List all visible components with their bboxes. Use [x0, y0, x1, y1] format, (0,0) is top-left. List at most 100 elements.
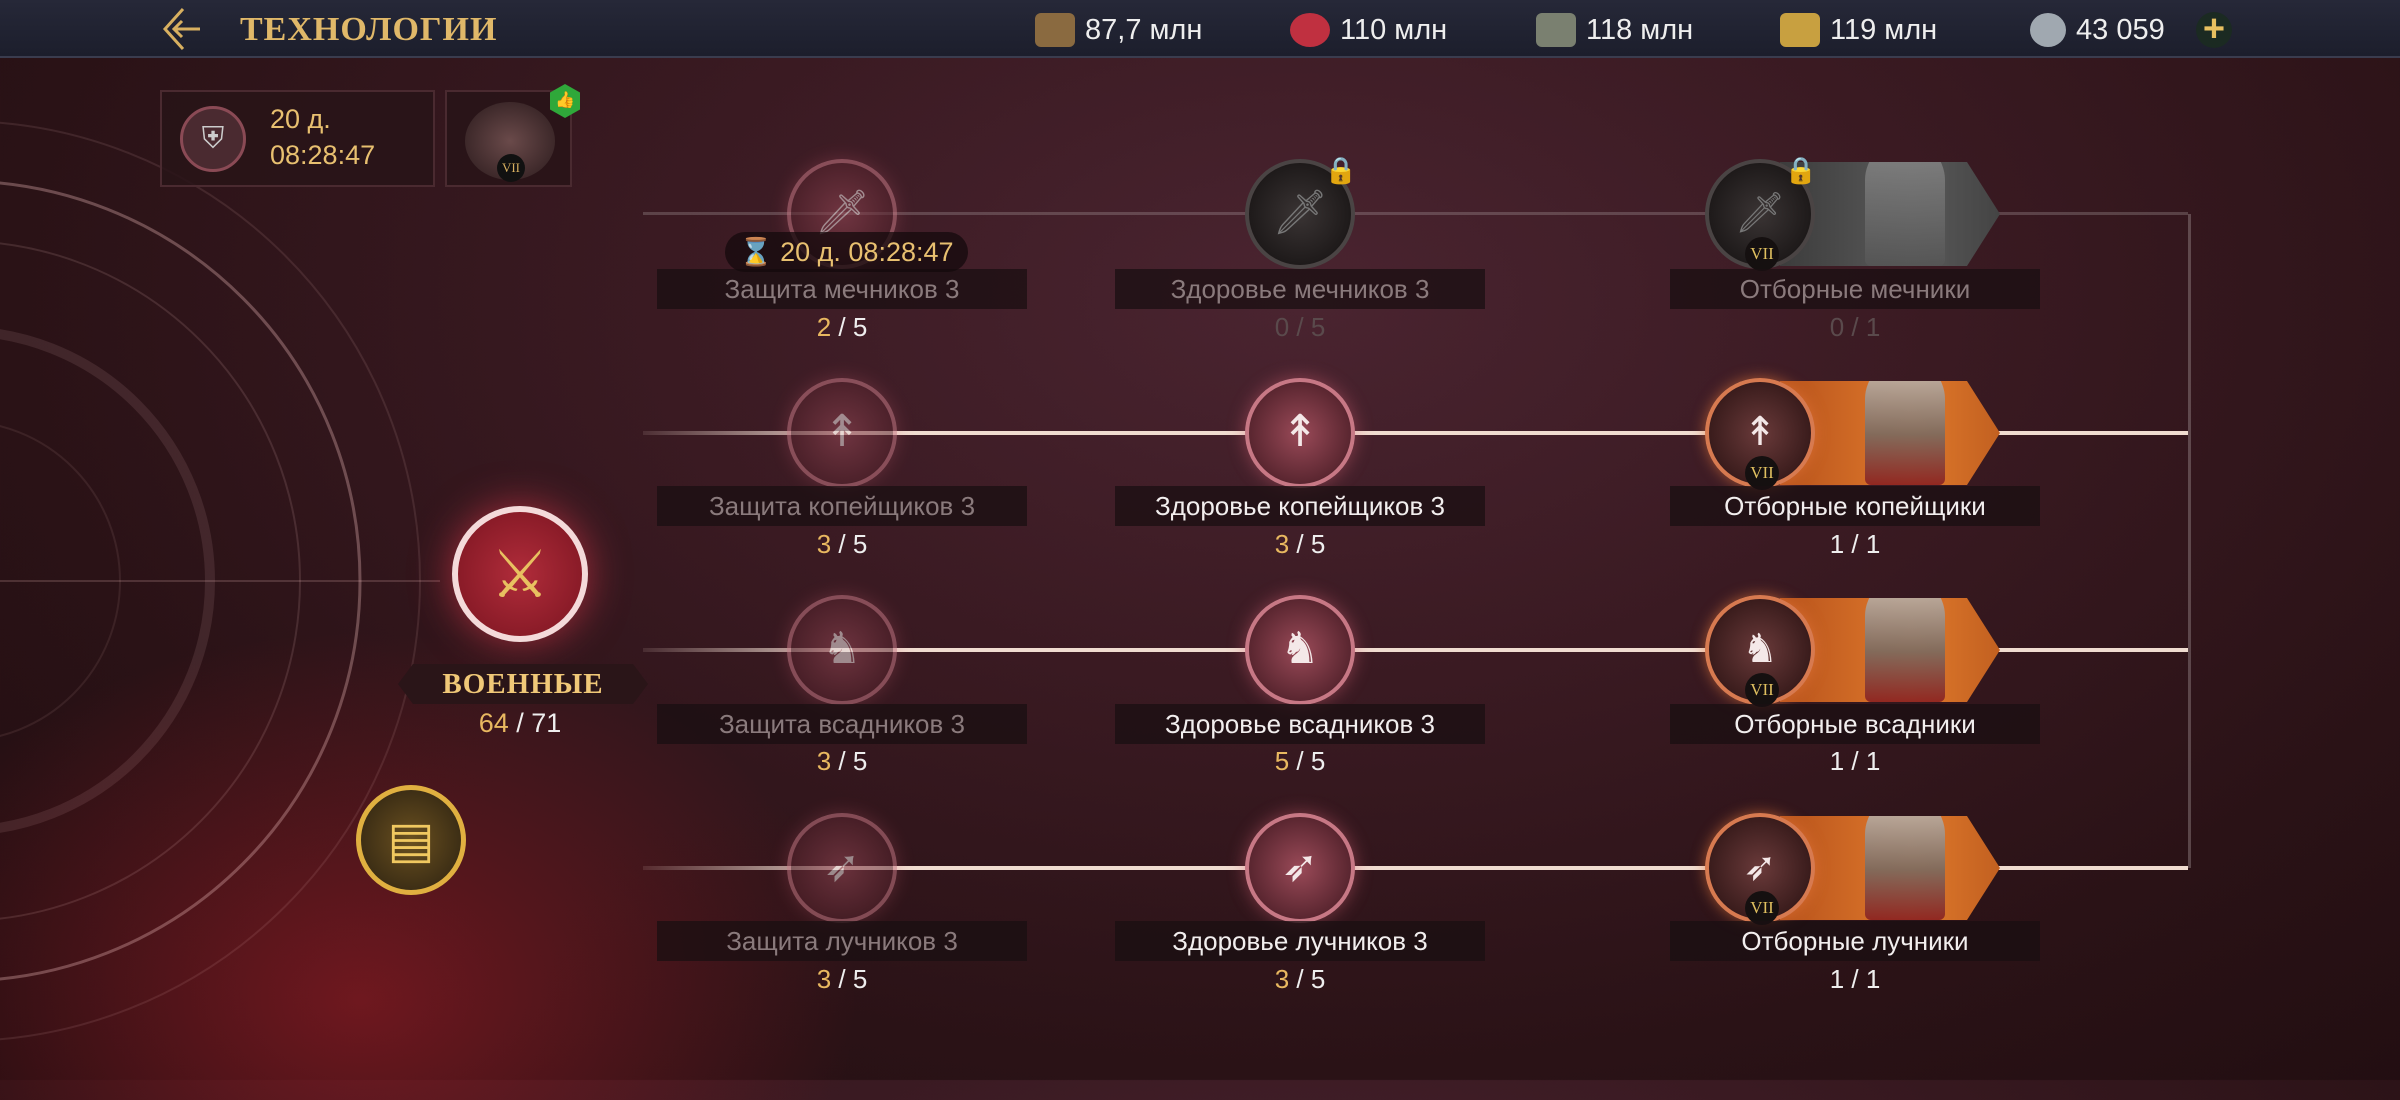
crossed-weapons-icon: ↟	[1743, 410, 1777, 454]
progress-current: 3	[816, 964, 832, 994]
tech-node-hp[interactable]: ➶	[1245, 813, 1355, 923]
crossed-weapons-icon: 🗡	[1734, 191, 1786, 235]
category-progress: 64 / 71	[478, 708, 562, 738]
page-title: ТЕХНОЛОГИИ	[240, 11, 498, 48]
shield-icon: ⛨	[180, 106, 246, 172]
category-total: 71	[531, 708, 562, 738]
research-queue-slot[interactable]: ⛨ 20 д. 08:28:47	[160, 90, 435, 187]
heart-icon: 🗡	[1272, 188, 1328, 237]
gold-bars-icon: ▤	[387, 812, 435, 868]
progress-current: 1	[1829, 529, 1845, 559]
lock-icon: 🔒	[1324, 155, 1357, 185]
silver-coin-icon	[2030, 13, 2066, 47]
tech-node-def[interactable]: ♞	[787, 595, 897, 705]
tech-label: Здоровье лучников 3	[1115, 921, 1485, 961]
resource-wood[interactable]: 87,7 млн	[1035, 10, 1202, 50]
progress-max: 5	[1310, 746, 1326, 776]
progress-current: 1	[1829, 746, 1845, 776]
tech-node-elite[interactable]: ↟VII	[1705, 378, 1815, 490]
tech-label: Отборные лучники	[1670, 921, 2040, 961]
tech-progress: 1 / 1	[1829, 964, 1881, 994]
progress-max: 5	[852, 964, 868, 994]
progress-current: 1	[1829, 964, 1845, 994]
research-timer-text: 20 д. 08:28:47	[780, 237, 954, 267]
tree-connector	[643, 431, 2188, 435]
meat-icon	[1290, 13, 1330, 47]
hourglass-icon: ⌛	[739, 237, 781, 267]
tech-node-def[interactable]: ➶	[787, 813, 897, 923]
tech-node-hp[interactable]: ↟	[1245, 378, 1355, 488]
elite-unit-banner[interactable]	[1780, 162, 2000, 266]
tech-node-elite[interactable]: ➶VII	[1705, 813, 1815, 925]
tree-connector	[643, 648, 2188, 652]
tech-label: Здоровье мечников 3	[1115, 269, 1485, 309]
progress-max: 5	[1310, 312, 1326, 342]
resource-food[interactable]: 110 млн	[1290, 10, 1447, 50]
category-current: 64	[478, 708, 509, 738]
tech-node-def[interactable]: ↟	[787, 378, 897, 488]
tech-label: Отборные мечники	[1670, 269, 2040, 309]
progress-max: 1	[1865, 312, 1881, 342]
progress-current: 3	[816, 529, 832, 559]
tech-node-hp[interactable]: ♞	[1245, 595, 1355, 705]
soldier-portrait	[1865, 381, 1945, 485]
heart-icon: ♞	[1280, 624, 1320, 673]
resource-stone[interactable]: 118 млн	[1536, 10, 1693, 50]
tech-node-elite[interactable]: 🗡 🔒 VII	[1705, 155, 1817, 271]
tech-progress: 0 / 5	[1274, 312, 1326, 342]
queue-timer-time: 08:28:47	[270, 140, 376, 170]
tech-progress: 1 / 1	[1829, 746, 1881, 776]
add-currency-button[interactable]: +	[2196, 10, 2232, 48]
progress-max: 1	[1865, 746, 1881, 776]
queue-timer-days: 20 д.	[270, 104, 331, 134]
progress-max: 1	[1865, 964, 1881, 994]
tech-progress: 0 / 1	[1829, 312, 1881, 342]
progress-max: 1	[1865, 529, 1881, 559]
resource-value: 110 млн	[1340, 13, 1448, 46]
tech-progress: 3 / 5	[1274, 529, 1326, 559]
lock-icon: 🔒	[1784, 155, 1817, 185]
progress-current: 2	[816, 312, 832, 342]
tech-label: Отборные всадники	[1670, 704, 2040, 744]
crossed-weapons-icon: ➶	[1743, 845, 1777, 889]
resource-value: 118 млн	[1586, 13, 1694, 46]
rank-badge: VII	[497, 154, 525, 182]
elite-unit-banner[interactable]	[1780, 816, 2000, 920]
tree-connector	[2188, 214, 2191, 868]
tree-connector	[643, 866, 2188, 870]
shield-icon: ➶	[823, 842, 861, 891]
military-category-button[interactable]: ⚔	[452, 506, 588, 642]
heart-icon: ➶	[1281, 842, 1319, 891]
hero-slot[interactable]: VII	[445, 90, 572, 187]
tech-label: Отборные копейщики	[1670, 486, 2040, 526]
shield-icon: 🗡	[814, 188, 870, 237]
back-button[interactable]	[160, 6, 206, 52]
resource-silver[interactable]: 43 059	[2030, 10, 2165, 50]
tech-progress: 1 / 1	[1829, 529, 1881, 559]
resource-value: 87,7 млн	[1085, 13, 1203, 46]
progress-max: 5	[1310, 964, 1326, 994]
progress-current: 3	[1274, 529, 1290, 559]
orbit-decoration	[0, 121, 440, 1041]
tech-label: Здоровье копейщиков 3	[1115, 486, 1485, 526]
resource-gold[interactable]: 119 млн	[1780, 10, 1937, 50]
tech-progress: 3 / 5	[1274, 964, 1326, 994]
tech-label: Защита мечников 3	[657, 269, 1027, 309]
tech-label: Здоровье всадников 3	[1115, 704, 1485, 744]
elite-unit-banner[interactable]	[1780, 381, 2000, 485]
tech-node-elite[interactable]: ♞VII	[1705, 595, 1815, 707]
back-arrow-icon	[162, 7, 200, 51]
tech-progress: 3 / 5	[816, 746, 868, 776]
rank-badge: VII	[1745, 237, 1779, 271]
elite-unit-banner[interactable]	[1780, 598, 2000, 702]
economy-category-button[interactable]: ▤	[356, 785, 466, 895]
progress-current: 0	[1829, 312, 1845, 342]
progress-current: 3	[816, 746, 832, 776]
stone-icon	[1536, 13, 1576, 47]
soldier-portrait	[1865, 162, 1945, 266]
tech-node-hp[interactable]: 🗡🔒	[1245, 155, 1357, 269]
rank-badge: VII	[1745, 673, 1779, 707]
resource-value: 119 млн	[1830, 13, 1938, 46]
tech-label: Защита всадников 3	[657, 704, 1027, 744]
gold-bar-icon	[1780, 13, 1820, 47]
